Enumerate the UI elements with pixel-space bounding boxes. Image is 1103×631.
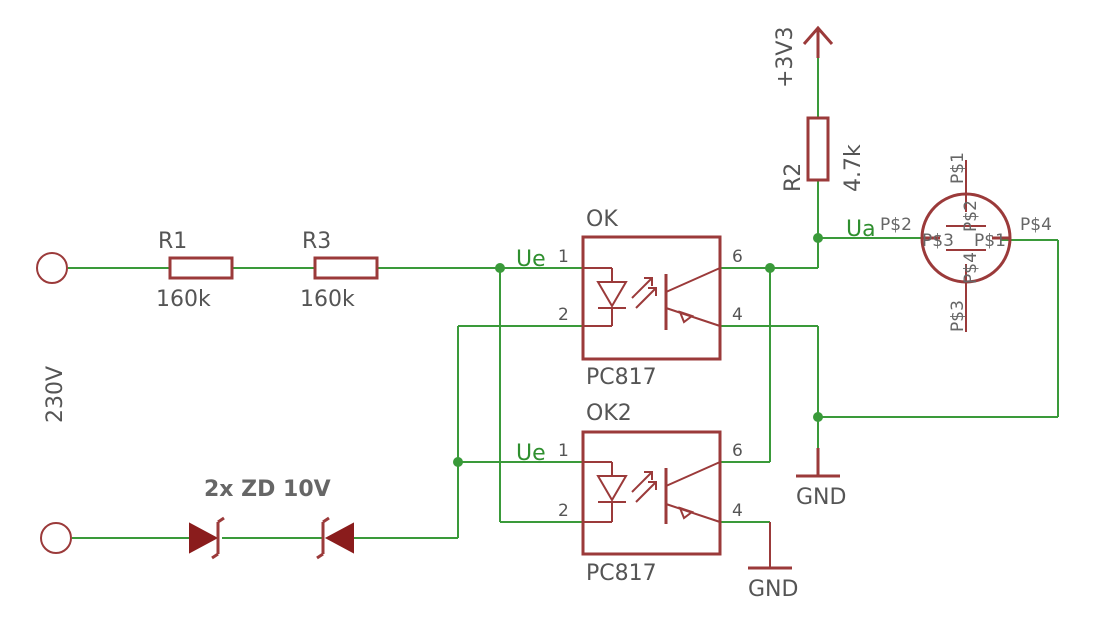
- pad-p3-inner: P$3: [922, 231, 954, 251]
- r1-name: R1: [158, 229, 187, 254]
- pad-p4-inner: P$4: [961, 252, 981, 284]
- junction-dot: [813, 412, 823, 422]
- supply-arrow-icon: [802, 25, 834, 58]
- ok2-pin-2: 2: [558, 501, 569, 521]
- input-terminal-bottom: [40, 522, 72, 554]
- ok-name: OK: [586, 207, 618, 232]
- ok2-pin-1: 1: [558, 441, 569, 461]
- r3-name: R3: [302, 229, 331, 254]
- junctions: [453, 233, 823, 467]
- pad-p1-inner: P$1: [974, 231, 1006, 251]
- r2-value: 4.7k: [841, 144, 866, 192]
- ok2-pin-4: 4: [732, 501, 743, 521]
- r1-value: 160k: [156, 287, 211, 312]
- zener-diode-1: [189, 516, 225, 560]
- ok-pin-2: 2: [558, 305, 569, 325]
- gnd-label-1: GND: [796, 485, 846, 510]
- junction-dot: [765, 263, 775, 273]
- ok-part: PC817: [586, 365, 657, 390]
- net-label-ua: Ua: [846, 217, 876, 242]
- junction-dot: [495, 263, 505, 273]
- zener-label: 2x ZD 10V: [204, 477, 331, 502]
- input-terminal-top: [36, 252, 68, 284]
- ok-pin-6: 6: [732, 247, 743, 267]
- ok-pin-4: 4: [732, 305, 743, 325]
- pad-p2-inner: P$2: [961, 200, 981, 232]
- ground-icon: [748, 522, 792, 570]
- supply-label: +3V3: [773, 27, 798, 88]
- r3-value: 160k: [300, 287, 355, 312]
- input-voltage-label: 230V: [43, 366, 68, 423]
- ok-pin-1: 1: [558, 247, 569, 267]
- ground-icon: [796, 448, 840, 478]
- pad-p2-left: P$2: [880, 215, 912, 235]
- connector-symbol: [920, 160, 1012, 332]
- resistor-r3: [313, 256, 379, 280]
- zener-diode-2: [316, 516, 354, 560]
- resistor-r1: [168, 256, 234, 280]
- pad-p3-bottom: P$3: [948, 300, 968, 332]
- ok2-name: OK2: [586, 401, 632, 426]
- r2-name: R2: [781, 163, 806, 192]
- junction-dot: [813, 233, 823, 243]
- wires: [68, 58, 1059, 539]
- pad-p4-right: P$4: [1020, 215, 1052, 235]
- ok2-part: PC817: [586, 561, 657, 586]
- net-label-ue-2: Ue: [516, 441, 546, 466]
- optocoupler-ok2: [581, 430, 722, 556]
- ok2-pin-6: 6: [732, 441, 743, 461]
- gnd-label-2: GND: [748, 577, 798, 602]
- junction-dot: [453, 457, 463, 467]
- resistor-r2: [806, 116, 830, 182]
- net-label-ue-1: Ue: [516, 247, 546, 272]
- pad-p1-top: P$1: [948, 152, 968, 184]
- optocoupler-ok: [581, 235, 722, 361]
